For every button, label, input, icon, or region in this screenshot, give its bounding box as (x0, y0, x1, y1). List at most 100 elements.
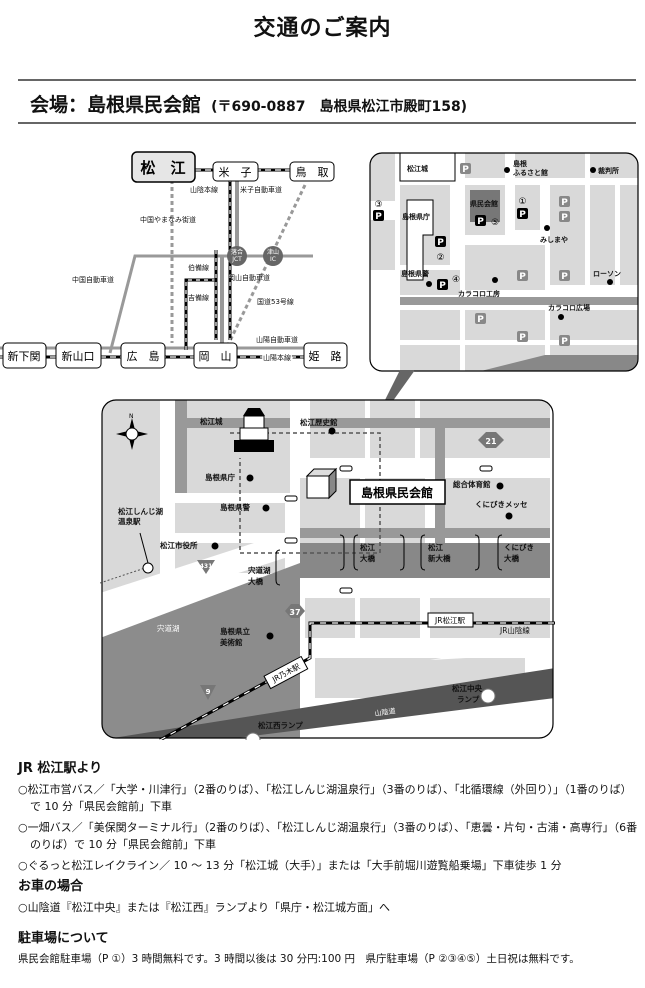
route-431-shield: 431 (197, 560, 215, 574)
car-item: ○山陰道『松江中央』または『松江西』ランプより「県庁・松江城方面」へ (18, 901, 391, 914)
compass-icon: N (116, 413, 148, 450)
area-art-museum-1: 島根県立 (220, 626, 250, 636)
detail-furusato-2: ふるさと館 (513, 168, 548, 177)
venue-label: 会場：島根県民会館 (30, 94, 202, 116)
station-shimonoseki-label: 新下関 (8, 349, 41, 363)
chugoku-expressway (108, 254, 313, 354)
station-himeji: 姫 路 (303, 342, 348, 369)
svg-text:431: 431 (200, 563, 213, 570)
detail-kenminkaikan: 県民会館 (470, 199, 498, 208)
svg-text:P: P (561, 337, 568, 347)
label-yamanami: 中国やまなみ街道 (140, 215, 196, 224)
parking-4: P④ (437, 275, 460, 291)
parking-heading: 駐車場について (18, 931, 109, 946)
area-city-hall: 松江市役所 (160, 540, 198, 550)
venue-building-icon (305, 467, 338, 500)
area-castle: 松江城 (200, 416, 223, 426)
station-hiroshima-label: 広 島 (127, 349, 160, 363)
svg-text:P: P (439, 281, 446, 291)
route-map: 落合 JCT 津山 IC 山陰本線 米子自動車道 中国やまなみ街道 伯備線 吉備… (0, 151, 348, 369)
svg-text:P: P (561, 213, 568, 223)
matsue-nishi-ramp-marker (245, 732, 261, 740)
route-37-shield: 37 (285, 604, 305, 618)
area-bridge-shinjiko-1: 宍道湖 (248, 565, 271, 575)
svg-text:P: P (477, 315, 484, 325)
train-item-city-bus: ○松江市営バス／「大学・川津行」（2番のりば）、「松江しんじ湖温泉行」（3番のり… (18, 783, 632, 813)
detail-castle: 松江城 (407, 164, 428, 173)
station-hiroshima: 広 島 (120, 342, 166, 369)
route53-road (226, 184, 307, 346)
parking-text: 県民会館駐車場（P ①）3 時間無料です。3 時間以後は 30 分円:100 円… (18, 953, 580, 965)
label-route53: 国道53号線 (257, 297, 294, 306)
area-gym: 総合体育館 (453, 479, 491, 489)
venue-line: 会場：島根県民会館 (〒690-0887 島根県松江市殿町158) (30, 90, 467, 117)
svg-text:P: P (519, 272, 526, 282)
station-okayama: 岡 山 (193, 342, 238, 369)
label-sanyo-main: 山陽本線 (263, 353, 291, 362)
area-art-museum-2: 美術館 (220, 637, 243, 647)
shinjiko-station-marker (142, 562, 154, 574)
area-sanin-expwy: 山陰道 (374, 706, 396, 718)
svg-text:③: ③ (374, 200, 382, 210)
page-title: 交通のご案内 (253, 16, 392, 41)
area-prefecture: 島根県庁 (205, 472, 235, 482)
station-matsue: 松 江 (131, 151, 196, 183)
label-chugoku-expwy: 中国自動車道 (72, 275, 114, 284)
train-heading: JR 松江駅より (18, 761, 103, 776)
venue-callout: 島根県民会館 (349, 479, 446, 505)
castle-icon (234, 408, 274, 452)
detail-mishimaya: みしまや (540, 235, 568, 244)
station-matsue-label: 松 江 (140, 159, 185, 177)
station-okayama-label: 岡 山 (199, 350, 232, 363)
train-item-ichibata-bus: ○一畑バス／「美保関ターミナル行」（2番のりば）、「松江しんじ湖温泉行」（3番の… (18, 821, 638, 851)
area-police: 島根県警 (220, 502, 250, 512)
area-jr-sanin: JR山陰線 (499, 625, 530, 635)
area-matsue-chuo-2: ランプ (457, 694, 480, 704)
station-shinyamaguchi-label: 新山口 (62, 349, 95, 363)
area-history-museum: 松江歴史館 (300, 417, 338, 427)
station-yonago-label: 米 子 (219, 166, 252, 179)
area-bridge-shin-2: 新大橋 (428, 553, 451, 563)
divider-top (18, 79, 636, 81)
area-shinjiko-station-2: 温泉駅 (118, 516, 141, 526)
svg-text:P: P (519, 333, 526, 343)
matsue-chuo-ramp-marker (480, 688, 496, 704)
svg-text:①: ① (518, 197, 526, 207)
train-item-lakeline: ○ぐるっと松江レイクライン／ 10 ～ 13 分「松江城（大手）」または「大手前… (18, 859, 562, 872)
parking-icon: P (559, 335, 570, 347)
label-yonago-expwy: 米子自動車道 (240, 185, 282, 194)
venue-callout-label: 島根県民会館 (361, 485, 433, 500)
detail-karakoro-hiroba: カラコロ広場 (548, 303, 590, 312)
svg-text:P: P (561, 272, 568, 282)
station-yonago: 米 子 (212, 161, 259, 182)
detail-court: 裁判所 (598, 166, 619, 175)
station-shinyamaguchi: 新山口 (55, 342, 102, 369)
svg-text:P: P (477, 217, 484, 227)
access-train-section: JR 松江駅より ○松江市営バス／「大学・川津行」（2番のりば）、「松江しんじ湖… (18, 760, 638, 878)
area-bridge-matsue-1: 松江 (360, 542, 375, 552)
divider-bottom (18, 122, 636, 124)
route-21-shield: 21 (478, 432, 504, 448)
area-bridge-matsue-2: 大橋 (360, 553, 375, 563)
svg-text:P: P (437, 238, 444, 248)
bridge-brackets (275, 534, 503, 586)
tsuyama-ic-marker: 津山 IC (263, 246, 283, 266)
label-kibi: 吉備線 (188, 293, 209, 302)
svg-text:P: P (375, 212, 382, 222)
label-sanin-main: 山陰本線 (190, 185, 218, 194)
parking-3: P③ (373, 200, 384, 222)
label-sanyo-expwy: 山陽自動車道 (256, 335, 298, 344)
ic-label: IC (270, 256, 276, 263)
ochiai-jct-marker: 落合 JCT (227, 246, 247, 266)
parking-icon: P (559, 211, 570, 223)
detail-furusato-1: 島根 (513, 159, 527, 168)
svg-text:21: 21 (485, 437, 497, 446)
area-matsue-chuo-1: 松江中央 (452, 683, 482, 693)
parking-2: P② (435, 236, 446, 263)
ochiai-label: 落合 (231, 248, 243, 256)
area-lake: 宍道湖 (157, 623, 180, 633)
area-messe: くにびきメッセ (475, 499, 528, 509)
area-poi-dots (211, 427, 513, 640)
